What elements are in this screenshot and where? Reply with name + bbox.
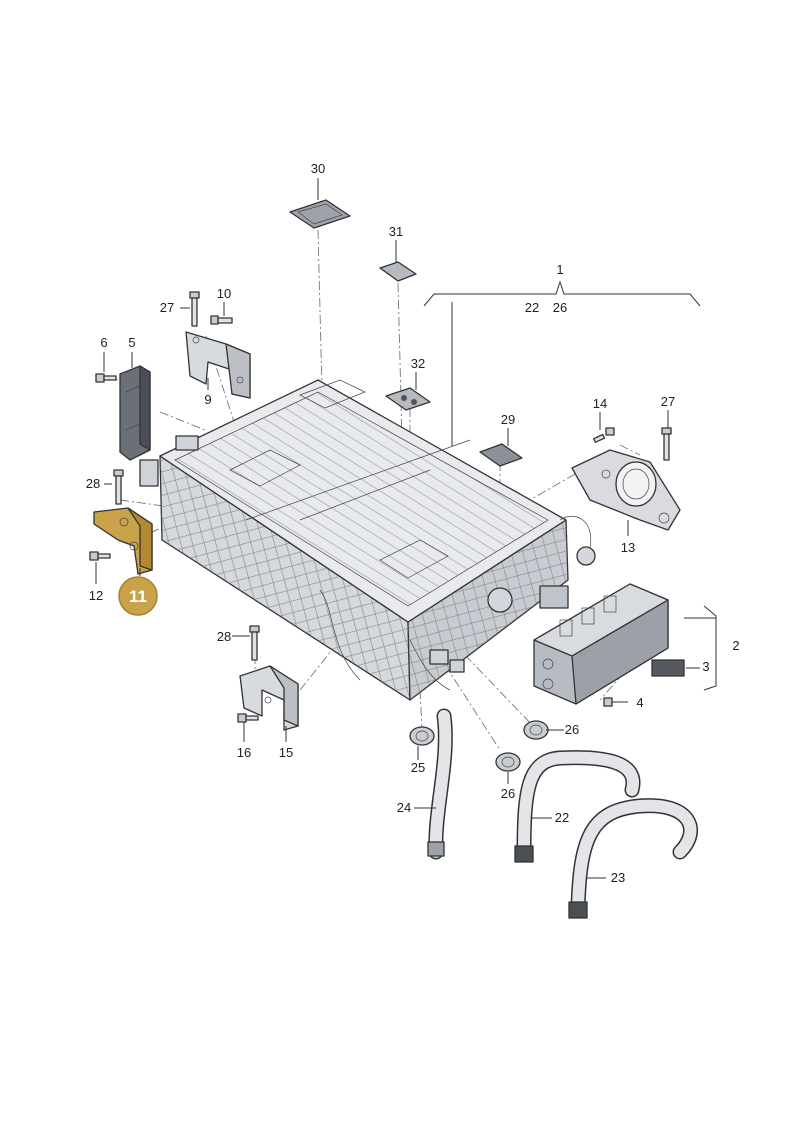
bolt-10[interactable] [210,315,233,325]
callout-25: 25 [411,760,425,775]
bolt-4[interactable] [603,697,613,707]
callout-30: 30 [311,161,325,176]
callout-29: 29 [501,412,515,427]
bolt-28-lower[interactable] [249,625,260,661]
label-3[interactable] [651,659,685,677]
hose-23[interactable] [568,798,698,919]
label-plate-31[interactable] [379,261,417,282]
callout-labels: 30 31 1 22 26 27 10 6 5 9 32 14 27 29 28… [86,161,740,885]
callout-3: 3 [702,659,709,674]
callout-27-right: 27 [661,394,675,409]
control-unit-2[interactable] [533,583,669,705]
callout-11-highlight-badge[interactable]: 11 [118,576,158,616]
callout-24: 24 [397,800,411,815]
hose-22[interactable] [514,750,641,863]
bolt-6[interactable] [95,373,117,383]
bolt-12[interactable] [89,551,111,561]
callout-12: 12 [89,588,103,603]
bolt-27-upper-left[interactable] [189,291,200,327]
callout-6: 6 [100,335,107,350]
bracket-15[interactable] [239,665,299,731]
callout-26-lower: 26 [501,786,515,801]
label-plate-30[interactable] [289,199,351,229]
callout-1: 1 [556,262,563,277]
callout-13: 13 [621,540,635,555]
callout-15: 15 [279,745,293,760]
callout-27-upper-left: 27 [160,300,174,315]
bolt-14[interactable] [593,427,615,443]
label-plate-32[interactable] [385,387,431,411]
callout-4: 4 [636,695,643,710]
callout-28-left: 28 [86,476,100,491]
label-plate-29[interactable] [479,443,523,467]
clamp-25[interactable] [409,726,435,746]
callout-22-bottom: 22 [555,810,569,825]
bolt-27-right[interactable] [661,427,672,461]
battery-housing[interactable] [139,379,596,701]
callout-16: 16 [237,745,251,760]
callout-10: 10 [217,286,231,301]
callout-14: 14 [593,396,607,411]
callout-5: 5 [128,335,135,350]
bracket-9[interactable] [185,331,251,399]
callout-2: 2 [732,638,739,653]
flange-13[interactable] [571,449,681,531]
callout-22-top: 22 [525,300,539,315]
callout-32: 32 [411,356,425,371]
callout-28-lower: 28 [217,629,231,644]
hose-24[interactable] [427,708,453,860]
clamp-26-upper[interactable] [523,720,549,740]
callout-26-right: 26 [565,722,579,737]
callout-9: 9 [204,392,211,407]
callout-11: 11 [129,587,147,606]
leader-lines [95,178,717,879]
callout-31: 31 [389,224,403,239]
bolt-16[interactable] [237,713,259,723]
callout-26-top: 26 [553,300,567,315]
bolt-28-left[interactable] [113,469,124,505]
clamp-26-lower[interactable] [495,752,521,772]
bracket-11-highlighted[interactable] [93,507,153,575]
callout-23: 23 [611,870,625,885]
cover-5[interactable] [119,365,151,461]
